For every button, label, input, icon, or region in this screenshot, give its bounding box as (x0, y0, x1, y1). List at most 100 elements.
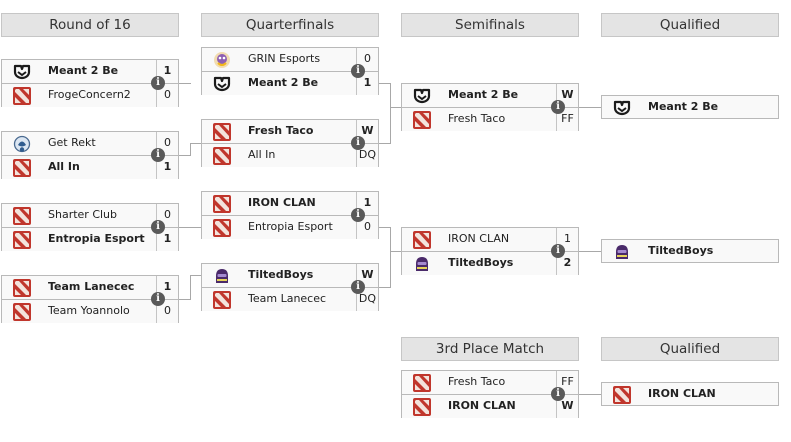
sf-match-2[interactable]: IRON CLAN 1 TiltedBoys 2 i (401, 227, 579, 275)
team-score: FF (556, 108, 578, 131)
team-name: Meant 2 Be (648, 100, 719, 113)
team-score: 0 (356, 48, 378, 71)
dota-logo-icon (213, 291, 231, 309)
third-qualified-slot[interactable]: IRON CLAN (601, 382, 779, 406)
team-slot[interactable]: IRON CLAN (601, 382, 779, 406)
qf-match-4[interactable]: TiltedBoys W Team Lanecec DQ i (201, 263, 379, 311)
team-slot[interactable]: Meant 2 Be 1 (1, 59, 179, 83)
meant-2-be-logo-icon (13, 63, 31, 81)
team-score: 0 (156, 84, 178, 107)
match-info-icon[interactable]: i (151, 148, 165, 162)
team-name: TiltedBoys (648, 244, 714, 257)
third-place-header: 3rd Place Match (401, 337, 579, 361)
connector-line (190, 227, 201, 228)
team-name: TiltedBoys (448, 256, 514, 269)
r16-match-4[interactable]: Team Lanecec 1 Team Yoannolo 0 i (1, 275, 179, 323)
match-info-icon[interactable]: i (551, 100, 565, 114)
team-slot[interactable]: Team Lanecec 1 (1, 275, 179, 299)
get-rekt-logo-icon (13, 135, 31, 153)
team-slot[interactable]: IRON CLAN 1 (201, 191, 379, 215)
team-name: IRON CLAN (648, 387, 716, 400)
third-qualified-header: Qualified (601, 337, 779, 361)
sf-match-1[interactable]: Meant 2 Be W Fresh Taco FF i (401, 83, 579, 131)
team-slot[interactable]: Entropia Esport 0 (201, 215, 379, 239)
connector-line (190, 275, 191, 299)
dota-logo-icon (13, 279, 31, 297)
team-score: DQ (356, 288, 378, 311)
team-slot[interactable]: Fresh Taco W (201, 119, 379, 143)
connector-line (190, 143, 191, 155)
qualified-slot-2[interactable]: TiltedBoys (601, 239, 779, 263)
team-slot[interactable]: GRIN Esports 0 (201, 47, 379, 71)
qf-match-2[interactable]: Fresh Taco W All In DQ i (201, 119, 379, 167)
team-slot[interactable]: Get Rekt 0 (1, 131, 179, 155)
team-slot[interactable]: All In 1 (1, 155, 179, 179)
team-slot[interactable]: TiltedBoys W (201, 263, 379, 287)
team-name: IRON CLAN (448, 232, 510, 245)
connector-line (190, 275, 201, 276)
connector-line (390, 83, 391, 107)
match-info-icon[interactable]: i (351, 136, 365, 150)
dota-logo-icon (13, 159, 31, 177)
team-slot[interactable]: Sharter Club 0 (1, 203, 179, 227)
qf-match-3[interactable]: IRON CLAN 1 Entropia Esport 0 i (201, 191, 379, 239)
connector-line (390, 251, 401, 252)
match-info-icon[interactable]: i (551, 387, 565, 401)
qualified-header: Qualified (601, 13, 779, 37)
connector-line (579, 394, 601, 395)
match-info-icon[interactable]: i (351, 64, 365, 78)
team-slot[interactable]: TiltedBoys 2 (401, 251, 579, 275)
r16-match-1[interactable]: Meant 2 Be 1 FrogeConcern2 0 i (1, 59, 179, 107)
connector-line (379, 287, 391, 288)
match-info-icon[interactable]: i (151, 292, 165, 306)
team-score: W (356, 264, 378, 287)
quarterfinals-header: Quarterfinals (201, 13, 379, 37)
r16-match-2[interactable]: Get Rekt 0 All In 1 i (1, 131, 179, 179)
third-place-match[interactable]: Fresh Taco FF IRON CLAN W i (401, 370, 579, 418)
team-name: FrogeConcern2 (48, 88, 131, 101)
dota-logo-icon (413, 231, 431, 249)
dota-logo-icon (13, 231, 31, 249)
connector-line (579, 251, 601, 252)
match-info-icon[interactable]: i (151, 220, 165, 234)
team-slot[interactable]: All In DQ (201, 143, 379, 167)
connector-line (179, 83, 191, 84)
team-slot[interactable]: Entropia Esport 1 (1, 227, 179, 251)
connector-line (379, 143, 391, 144)
team-name: Meant 2 Be (448, 88, 519, 101)
qualified-slot-1[interactable]: Meant 2 Be (601, 95, 779, 119)
team-score: FF (556, 371, 578, 394)
r16-match-3[interactable]: Sharter Club 0 Entropia Esport 1 i (1, 203, 179, 251)
team-slot[interactable]: IRON CLAN 1 (401, 227, 579, 251)
dota-logo-icon (13, 207, 31, 225)
match-info-icon[interactable]: i (551, 244, 565, 258)
team-slot[interactable]: Meant 2 Be W (401, 83, 579, 107)
match-info-icon[interactable]: i (351, 208, 365, 222)
team-slot[interactable]: TiltedBoys (601, 239, 779, 263)
team-slot[interactable]: Meant 2 Be 1 (201, 71, 379, 95)
qf-match-1[interactable]: GRIN Esports 0 Meant 2 Be 1 i (201, 47, 379, 95)
connector-line (179, 155, 191, 156)
team-slot[interactable]: Fresh Taco FF (401, 370, 579, 394)
connector-line (379, 83, 391, 84)
dota-logo-icon (413, 111, 431, 129)
team-score: 1 (156, 156, 178, 179)
team-name: Entropia Esport (248, 220, 333, 233)
team-name: TiltedBoys (248, 268, 314, 281)
team-score: 2 (556, 252, 578, 275)
team-slot[interactable]: Team Lanecec DQ (201, 287, 379, 311)
match-info-icon[interactable]: i (151, 76, 165, 90)
team-slot[interactable]: Fresh Taco FF (401, 107, 579, 131)
connector-line (379, 227, 391, 228)
team-score: W (356, 120, 378, 143)
connector-line (179, 227, 191, 228)
meant-2-be-logo-icon (213, 75, 231, 93)
connector-line (190, 143, 201, 144)
team-slot[interactable]: Meant 2 Be (601, 95, 779, 119)
tiltedboys-logo-icon (613, 243, 631, 261)
team-slot[interactable]: Team Yoannolo 0 (1, 299, 179, 323)
team-name: Fresh Taco (448, 375, 506, 388)
team-slot[interactable]: FrogeConcern2 0 (1, 83, 179, 107)
team-slot[interactable]: IRON CLAN W (401, 394, 579, 418)
match-info-icon[interactable]: i (351, 280, 365, 294)
